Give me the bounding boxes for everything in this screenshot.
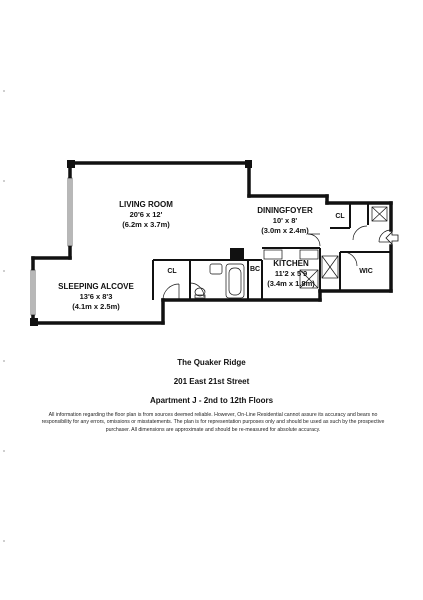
- columns: [30, 160, 252, 326]
- scan-mark: [3, 360, 5, 362]
- top-closet-label: CL: [335, 213, 345, 220]
- dining-foyer-dim-imperial: 10' x 8': [273, 216, 298, 225]
- scan-mark: [3, 540, 5, 542]
- scan-mark: [3, 450, 5, 452]
- building-name: The Quaker Ridge: [177, 358, 246, 367]
- bath-closet-label: CL: [167, 268, 177, 275]
- disclaimer-text: All information regarding the floor plan…: [41, 412, 385, 433]
- doors: [162, 225, 392, 301]
- wic-label: WIC: [359, 268, 373, 275]
- dining-foyer-name: DININGFOYER: [257, 206, 313, 215]
- bathroom-fixtures: [194, 263, 245, 299]
- kitchen-dim-metric: (3.4m x 1.8m): [267, 279, 315, 288]
- sleeping-alcove-name: SLEEPING ALCOVE: [58, 282, 134, 291]
- living-room-dim-imperial: 20'6 x 12': [130, 210, 163, 219]
- sleeping-alcove-dim-metric: (4.1m x 2.5m): [72, 302, 120, 311]
- kitchen-name: KITCHEN: [273, 259, 309, 268]
- dining-foyer-dim-metric: (3.0m x 2.4m): [261, 226, 309, 235]
- floor-plan: LIVING ROOM 20'6 x 12' (6.2m x 3.7m) DIN…: [30, 160, 399, 326]
- closet-fixtures: [371, 206, 388, 222]
- apartment-unit: Apartment J - 2nd to 12th Floors: [149, 396, 274, 405]
- building-address: 201 East 21st Street: [173, 377, 250, 386]
- living-room-name: LIVING ROOM: [119, 200, 173, 209]
- living-room-dim-metric: (6.2m x 3.7m): [122, 220, 170, 229]
- kitchen-dim-imperial: 11'2 x 5'9: [275, 269, 307, 278]
- sleeping-alcove-dim-imperial: 13'6 x 8'3: [80, 292, 113, 301]
- interior-walls: [152, 203, 391, 300]
- scan-mark: [3, 180, 5, 182]
- scan-mark: [3, 270, 5, 272]
- entry-arrow-icon: [385, 231, 399, 245]
- windows: [30, 177, 73, 316]
- kitchen-fixtures: [263, 249, 339, 289]
- bc-closet-label: BC: [250, 266, 260, 273]
- scan-mark: [3, 90, 5, 92]
